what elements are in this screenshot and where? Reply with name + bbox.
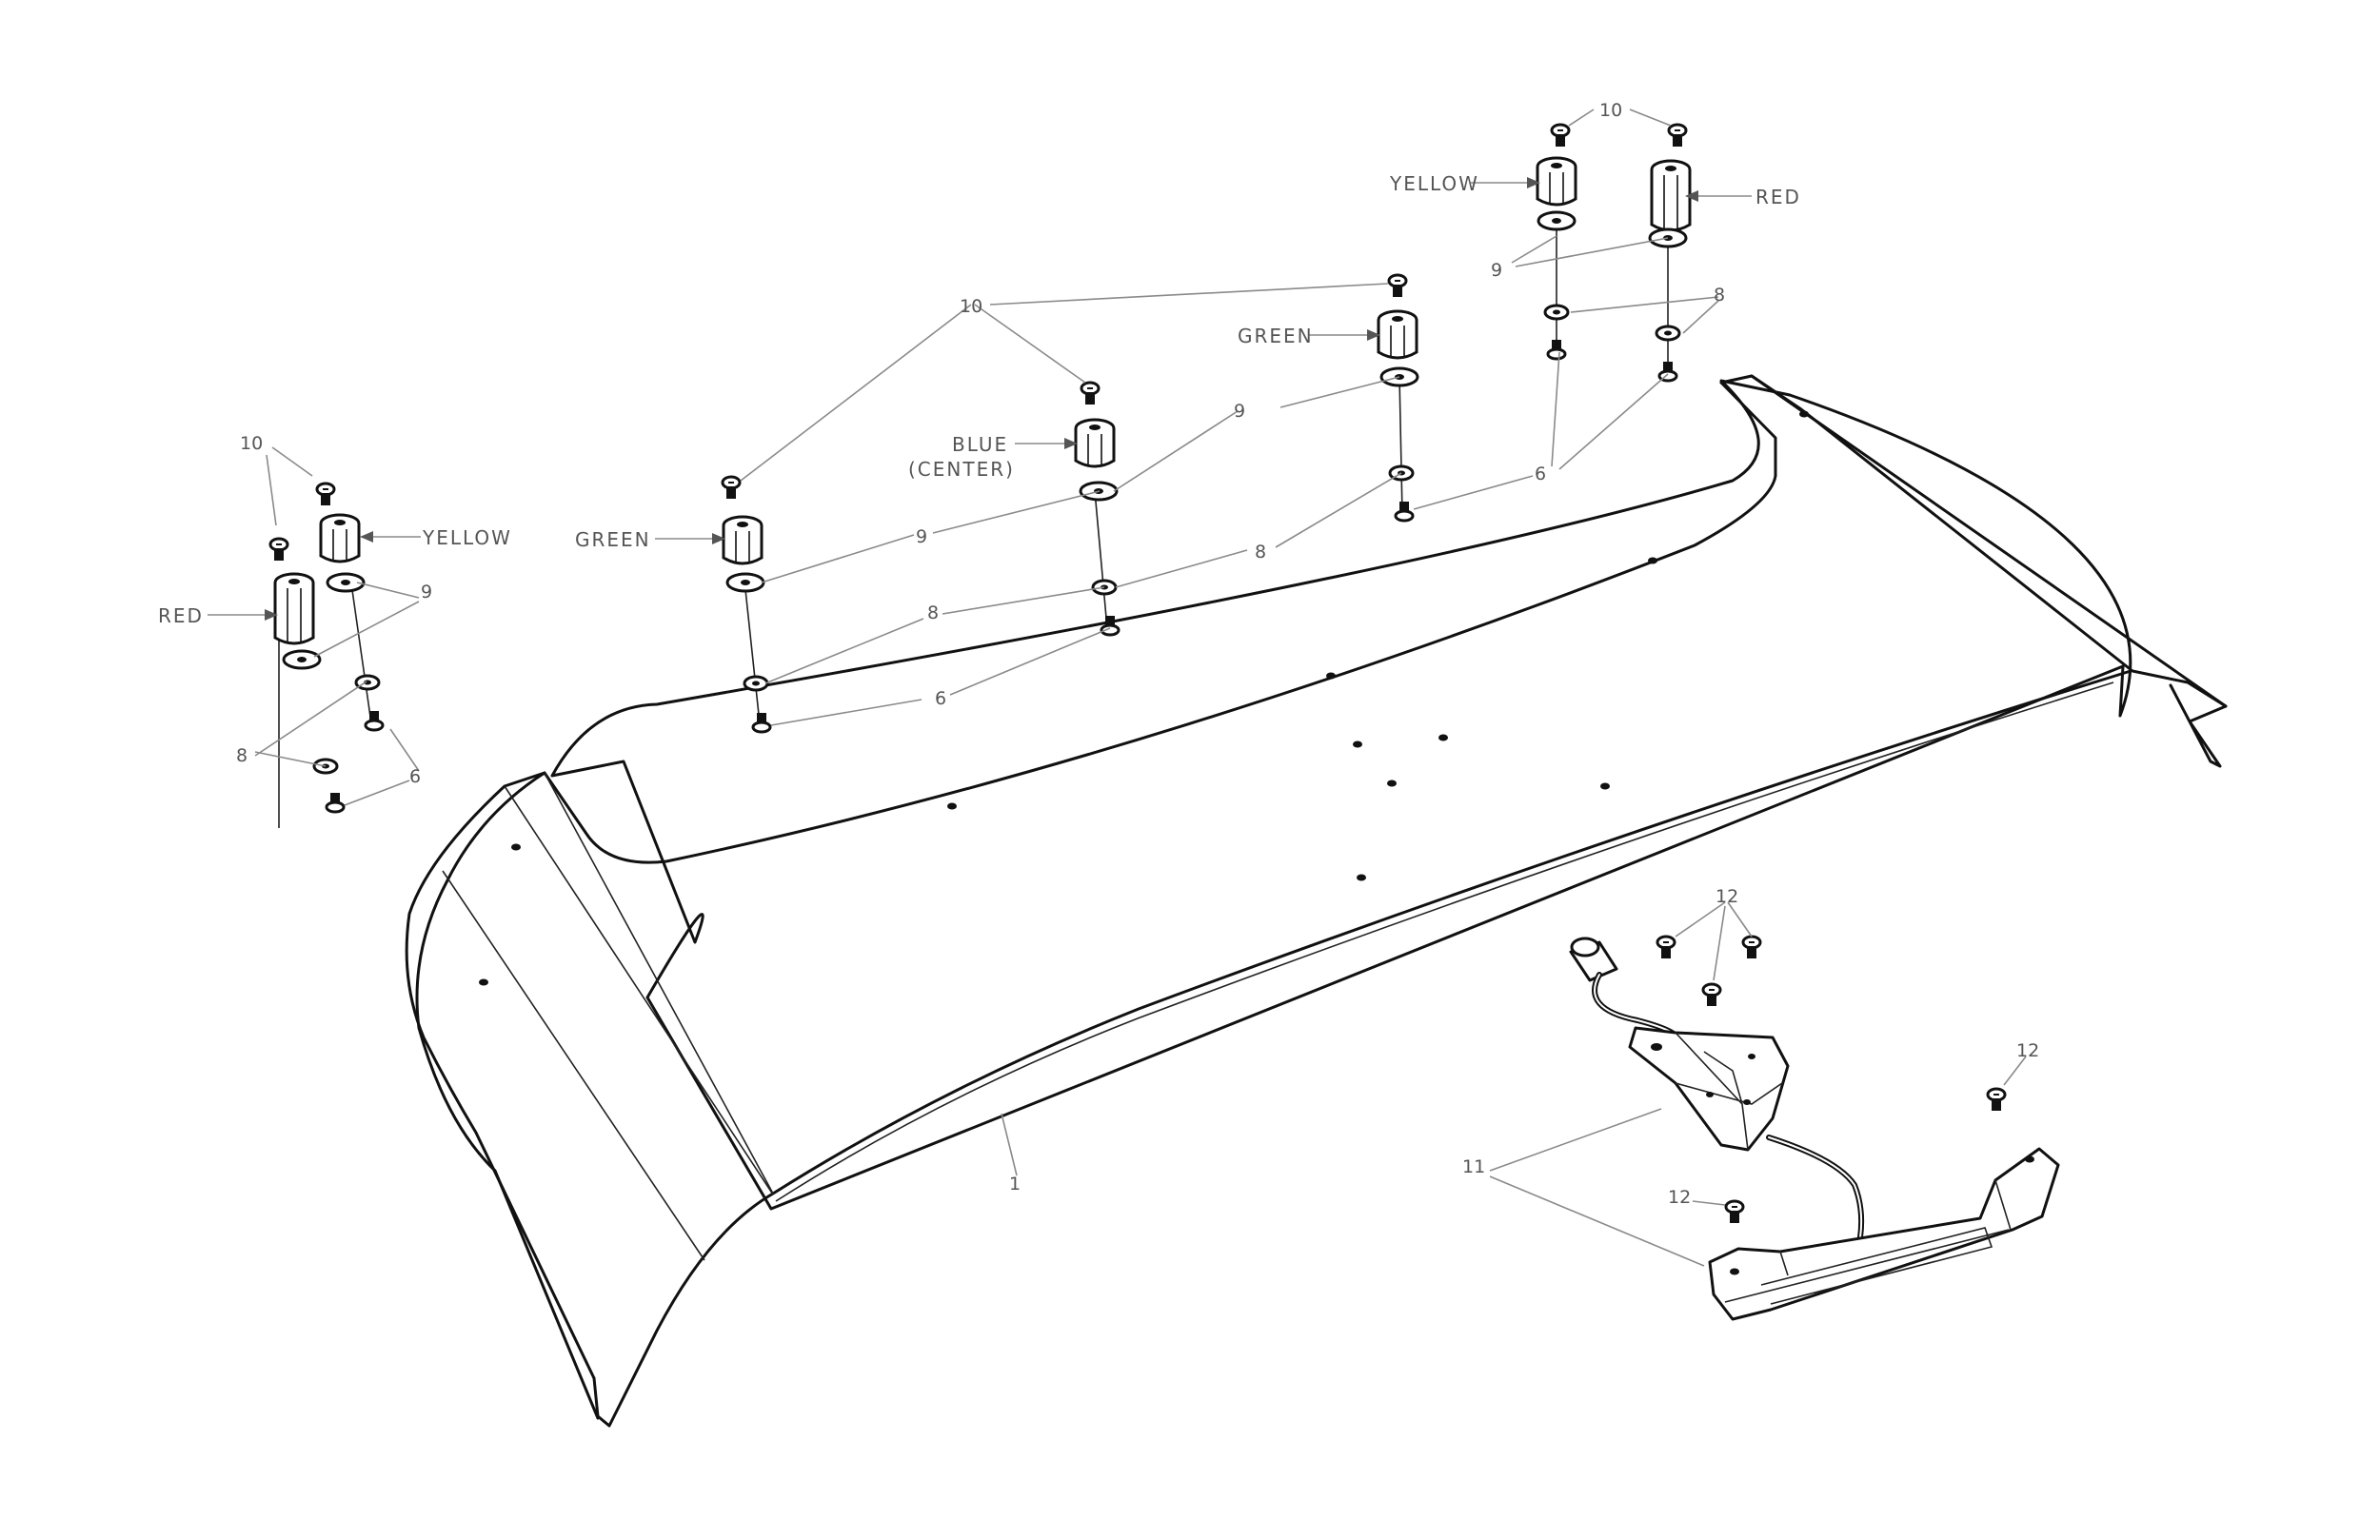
callout-9-right: 9 [1491, 260, 1502, 281]
callout-6-left: 6 [409, 766, 421, 787]
stack-right-green [1377, 273, 1419, 523]
spoiler-holes [479, 410, 1809, 986]
label-blue: BLUE [952, 433, 1008, 456]
label-red-left: RED [158, 604, 204, 627]
callout-11: 11 [1462, 1156, 1485, 1177]
callout-12-right: 12 [2016, 1040, 2039, 1061]
label-red-right: RED [1755, 186, 1801, 208]
callout-8-left: 8 [236, 745, 248, 766]
callout-9-mid-a: 9 [916, 526, 927, 547]
callout-10-left: 10 [240, 433, 263, 454]
label-green-left: GREEN [575, 528, 651, 551]
stack-left-yellow [315, 482, 385, 732]
callout-9-left: 9 [421, 582, 432, 602]
stack-far-yellow [1536, 123, 1577, 361]
callout-12-top: 12 [1716, 886, 1738, 907]
brake-light-assembly [1569, 937, 2060, 1321]
callout-10-mid: 10 [960, 296, 982, 317]
callout-8-right: 8 [1714, 285, 1725, 306]
callout-labels: 1 10 9 8 6 10 9 9 8 8 6 6 10 9 8 11 12 1… [236, 100, 2039, 1208]
callout-12-bottom: 12 [1668, 1187, 1691, 1208]
label-yellow-right: YELLOW [1389, 172, 1479, 195]
callout-8-mid-b: 8 [1255, 542, 1266, 563]
callout-1: 1 [1009, 1174, 1021, 1194]
callout-9-mid-b: 9 [1234, 401, 1245, 422]
spacer-color-labels: RED YELLOW GREEN BLUE (CENTER) GREEN YEL… [158, 172, 1801, 627]
spoiler-wing [405, 374, 2228, 1428]
stack-far-red [1648, 123, 1692, 383]
callout-10-right: 10 [1599, 100, 1622, 121]
callout-6-mid: 6 [935, 688, 946, 709]
leader-lines [208, 109, 2027, 1267]
callout-8-mid-a: 8 [927, 602, 939, 623]
label-blue-center-note: (CENTER) [908, 458, 1015, 481]
callout-6-right: 6 [1535, 464, 1546, 484]
arrowheads [265, 177, 1698, 621]
label-green-right: GREEN [1238, 325, 1314, 347]
label-yellow-left: YELLOW [422, 526, 512, 549]
stack-mid-green [721, 475, 772, 734]
stack-mid-blue [1074, 381, 1121, 637]
stack-left-red [268, 537, 346, 828]
